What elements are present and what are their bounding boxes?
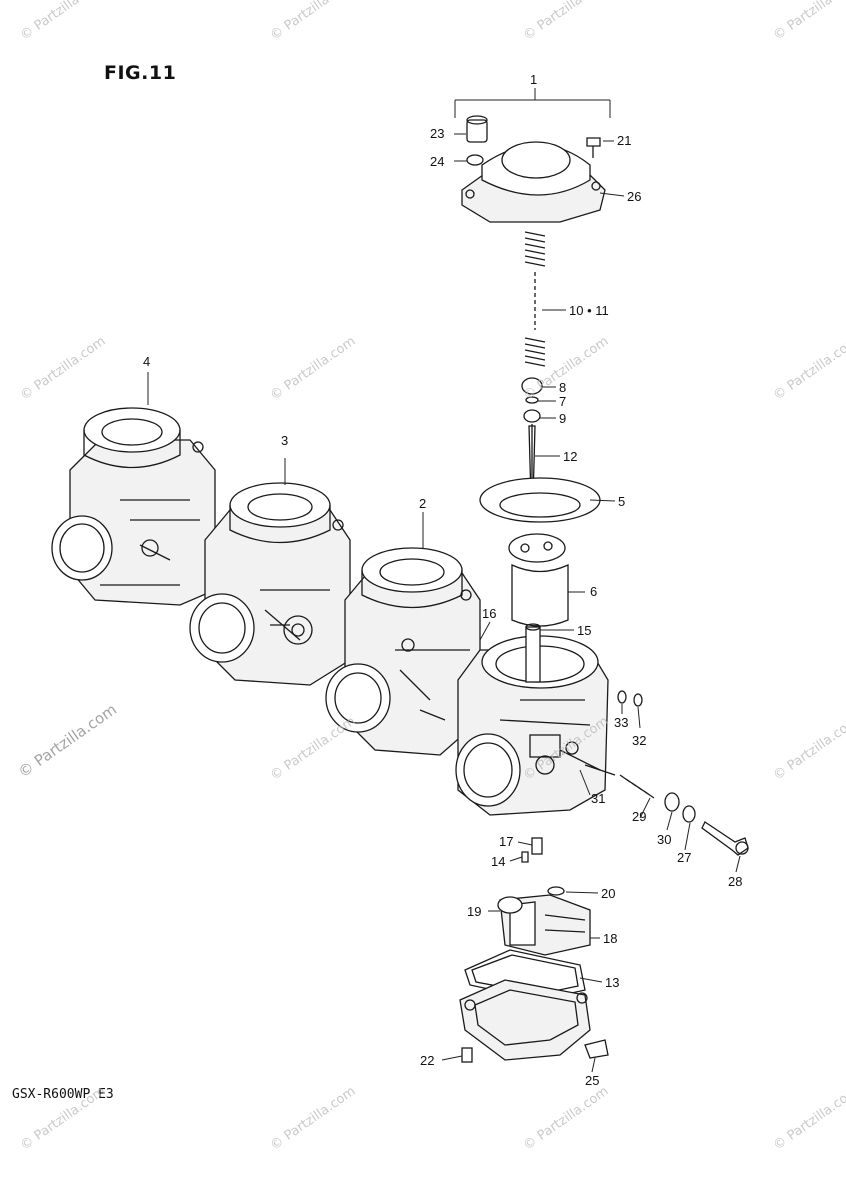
callout-15: 15 bbox=[577, 623, 592, 638]
callout-16: 16 bbox=[482, 606, 497, 621]
callout-27: 27 bbox=[677, 850, 692, 865]
callout-22: 22 bbox=[420, 1053, 435, 1068]
chamber-screws bbox=[461, 1039, 609, 1063]
callout-4: 4 bbox=[143, 354, 151, 369]
callout-14: 14 bbox=[491, 854, 506, 869]
callout-18: 18 bbox=[603, 931, 618, 946]
callout-19: 19 bbox=[467, 904, 482, 919]
jet-parts-14-17 bbox=[521, 837, 543, 863]
float-assembly bbox=[497, 886, 591, 956]
callout-12: 12 bbox=[563, 449, 578, 464]
needle-assembly bbox=[521, 377, 543, 501]
carburetor-4-illustration bbox=[51, 407, 216, 606]
small-parts-32-33 bbox=[617, 690, 643, 707]
callout-6: 6 bbox=[590, 584, 598, 599]
callout-3: 3 bbox=[281, 433, 289, 448]
needle-jet bbox=[525, 623, 541, 683]
leader-lines bbox=[147, 88, 741, 1073]
model-code: GSX-R600WP E3 bbox=[12, 1087, 114, 1102]
callout-33: 33 bbox=[614, 715, 629, 730]
callout-25: 25 bbox=[585, 1073, 600, 1088]
callout-28: 28 bbox=[728, 874, 743, 889]
callout-7: 7 bbox=[559, 394, 567, 409]
callout-1: 1 bbox=[530, 72, 538, 87]
callout-24: 24 bbox=[430, 154, 445, 169]
carburetor-2-illustration bbox=[325, 547, 481, 756]
float-gasket bbox=[464, 949, 586, 1001]
figure-title: FIG.11 bbox=[104, 62, 177, 84]
callout-17: 17 bbox=[499, 834, 514, 849]
callout-10-11: 10 • 11 bbox=[569, 303, 609, 318]
callout-29: 29 bbox=[632, 809, 647, 824]
callout-13: 13 bbox=[605, 975, 620, 990]
callout-8: 8 bbox=[559, 380, 567, 395]
callout-20: 20 bbox=[601, 886, 616, 901]
spring-illustration bbox=[524, 231, 546, 367]
carburetor-3-illustration bbox=[189, 482, 351, 686]
callout-23: 23 bbox=[430, 126, 445, 141]
callout-30: 30 bbox=[657, 832, 672, 847]
cap-small-parts bbox=[466, 115, 601, 166]
callout-9: 9 bbox=[559, 411, 567, 426]
callout-2: 2 bbox=[419, 496, 427, 511]
callout-21: 21 bbox=[617, 133, 632, 148]
pilot-screw-parts bbox=[584, 764, 749, 856]
float-chamber bbox=[459, 979, 591, 1061]
callout-5: 5 bbox=[618, 494, 626, 509]
callout-26: 26 bbox=[627, 189, 642, 204]
diaphragm-piston bbox=[479, 477, 601, 627]
callout-31: 31 bbox=[591, 791, 606, 806]
top-cap-illustration bbox=[461, 141, 606, 223]
callout-32: 32 bbox=[632, 733, 647, 748]
